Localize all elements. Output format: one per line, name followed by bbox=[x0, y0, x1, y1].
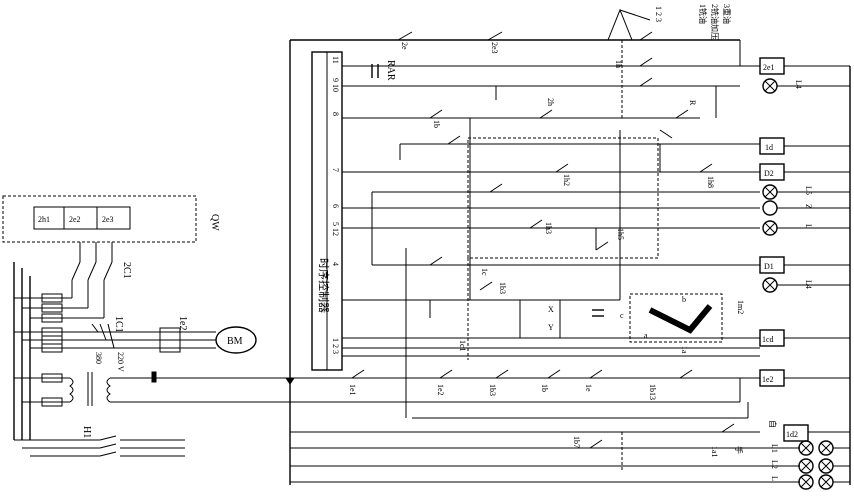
lm2-label: 1m2 bbox=[736, 300, 745, 314]
lamp-l1-label: L1 bbox=[770, 444, 779, 453]
relay-1b3-label: 1b3 bbox=[498, 282, 507, 294]
x-label: X bbox=[548, 305, 554, 314]
lamp-l5-label: L5 bbox=[804, 186, 813, 195]
bar-pin-9-10: 9 10 bbox=[331, 78, 340, 92]
y-label: Y bbox=[548, 323, 554, 332]
coil-1b7-label: 1b7 bbox=[572, 436, 581, 448]
c-label: c bbox=[620, 311, 624, 320]
top-contact-b-label: 2e3 bbox=[490, 42, 499, 54]
switch-h1-label: H1 bbox=[81, 426, 92, 438]
overload-1e2-label: 1e2 bbox=[177, 316, 188, 330]
mode-1-label: 1铣油 bbox=[698, 4, 708, 24]
relay-1b-label: 1b bbox=[432, 120, 441, 128]
coil-1b3-label: 1b3 bbox=[488, 384, 497, 396]
box-1d2-label: 1d2 bbox=[786, 430, 798, 439]
relay-2h-label: 2h bbox=[546, 98, 555, 106]
timer-controller-label: 时序控制器 bbox=[317, 258, 331, 313]
coil-1e-label: 1e bbox=[584, 384, 593, 392]
coil-1a1-label: 1a1 bbox=[710, 446, 719, 458]
unit-2e3 bbox=[96, 206, 131, 230]
relay-r-label: R bbox=[688, 100, 697, 106]
relay-rar-label: RAR bbox=[385, 60, 396, 81]
coil-1b13-label: 1b13 bbox=[648, 384, 657, 400]
relay-1h3-label: 1h3 bbox=[544, 222, 553, 234]
lamp-l4-label: L4 bbox=[794, 80, 803, 89]
box-1e2-label: 1e2 bbox=[762, 375, 774, 384]
b-label: b bbox=[682, 295, 686, 304]
qw-label: QW bbox=[209, 214, 220, 231]
relay-1h-label: 1h bbox=[614, 60, 623, 68]
motor-bm bbox=[215, 326, 257, 354]
box-d2-label: D2 bbox=[764, 169, 774, 178]
hand-label: 手 bbox=[734, 446, 744, 454]
bar-pins-123: 1 2 3 bbox=[331, 338, 340, 354]
relay-1c-label: 1c bbox=[480, 268, 489, 276]
coil-1e1-label: 1e1 bbox=[348, 384, 357, 396]
bar-pin-4: 4 bbox=[331, 262, 340, 266]
unit-2e3-label: 2e3 bbox=[102, 215, 114, 224]
contactor-1c1-label: 1C1 bbox=[113, 316, 124, 333]
qw-box bbox=[2, 195, 197, 243]
relay-1h2-label: 1h2 bbox=[562, 174, 571, 186]
mode-2-label: 2铣油加压 bbox=[710, 4, 720, 40]
lamp-l-label: L bbox=[804, 224, 813, 229]
box-1d-label: 1d bbox=[765, 143, 773, 152]
lamp-z-label: Z bbox=[804, 204, 813, 209]
motor-bm-label: BM bbox=[227, 336, 243, 347]
unit-2e2-label: 2e2 bbox=[69, 215, 81, 224]
relay-1h5-label: 1h5 bbox=[616, 228, 625, 240]
winding-box bbox=[629, 293, 723, 343]
top-contact-a-label: 2e bbox=[400, 42, 409, 50]
transformer-secondary-label: 220 V bbox=[116, 352, 125, 372]
bar-pin-7: 7 bbox=[331, 168, 340, 172]
bar-pin-8: 8 bbox=[331, 112, 340, 116]
coil-1b-label: 1b bbox=[540, 384, 549, 392]
selector-switch bbox=[607, 8, 651, 41]
auto-label: 自 bbox=[768, 420, 778, 428]
bar-pin-11: 11 bbox=[331, 56, 340, 64]
transformer-primary-label: 380 bbox=[94, 352, 103, 364]
relay-1h8-label: 1h8 bbox=[706, 176, 715, 188]
lamp-ll-label: L bbox=[770, 476, 779, 481]
a-label: a bbox=[644, 331, 648, 340]
relay-1c1-label: 1c1 bbox=[458, 340, 467, 352]
contactor-2c1-label: 2C1 bbox=[121, 262, 132, 279]
interlock-dashed-box bbox=[467, 137, 659, 259]
box-2e1-label: 2e1 bbox=[763, 63, 775, 72]
coil-1e2-label: 1e2 bbox=[436, 384, 445, 396]
lamp-l4b-label: L4 bbox=[804, 280, 813, 289]
unit-2h1-label: 2h1 bbox=[38, 215, 50, 224]
box-d1-label: D1 bbox=[764, 262, 774, 271]
coil-1a-label: 1a bbox=[680, 346, 689, 354]
box-1d2 bbox=[783, 424, 809, 442]
mode-3-label: 3重油 bbox=[722, 4, 732, 24]
bar-pin-5-12: 5 12 bbox=[331, 222, 340, 236]
selector-positions: 1 2 3 bbox=[654, 6, 663, 22]
lamp-l2-label: L2 bbox=[770, 460, 779, 469]
bar-pin-6: 6 bbox=[331, 204, 340, 208]
box-1cd-label: 1cd bbox=[762, 335, 774, 344]
